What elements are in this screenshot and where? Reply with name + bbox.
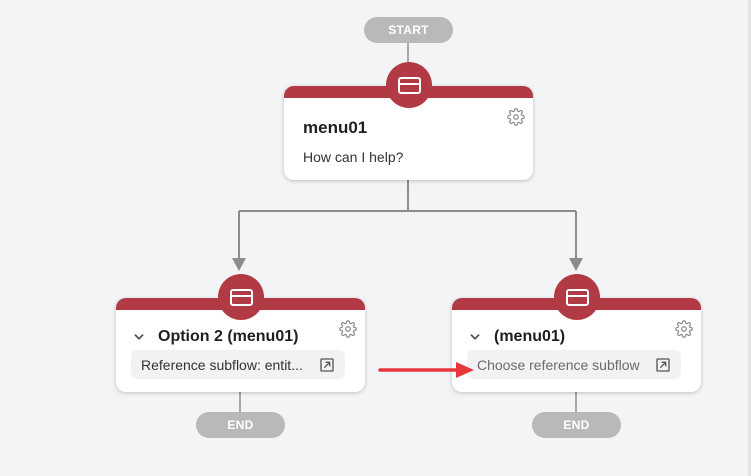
- menu-node-prompt: How can I help?: [303, 149, 404, 165]
- open-external-icon[interactable]: [655, 357, 671, 373]
- subflow-value: Reference subflow: entit...: [141, 356, 303, 373]
- option-node-header: Option 2 (menu01): [132, 328, 298, 346]
- arrowhead-right: [569, 258, 583, 271]
- menu-node-badge: [386, 62, 432, 108]
- option-node-header: (menu01): [468, 328, 565, 346]
- chevron-down-icon[interactable]: [132, 330, 146, 344]
- gear-icon[interactable]: [507, 108, 525, 126]
- arrowhead-left: [232, 258, 246, 271]
- subflow-placeholder: Choose reference subflow: [477, 356, 640, 373]
- end-node-right[interactable]: END: [532, 412, 621, 438]
- canvas-edge: [748, 0, 751, 476]
- card-icon: [397, 76, 421, 94]
- subflow-selector[interactable]: Reference subflow: entit...: [131, 350, 345, 379]
- gear-icon[interactable]: [339, 320, 357, 338]
- option-node-badge: [218, 274, 264, 320]
- menu-node-title: menu01: [303, 118, 368, 137]
- card-icon: [229, 288, 253, 306]
- annotation-arrow-icon: [378, 362, 474, 378]
- option-node-card-option2[interactable]: Option 2 (menu01) Reference subflow: ent…: [116, 298, 365, 392]
- subflow-selector[interactable]: Choose reference subflow: [467, 350, 681, 379]
- end-node-left[interactable]: END: [196, 412, 285, 438]
- chevron-down-icon[interactable]: [468, 330, 482, 344]
- start-node[interactable]: START: [364, 17, 453, 43]
- open-external-icon[interactable]: [319, 357, 335, 373]
- option-node-badge: [554, 274, 600, 320]
- option-node-card-menu01[interactable]: (menu01) Choose reference subflow: [452, 298, 701, 392]
- option-node-title: Option 2 (menu01): [158, 328, 299, 345]
- gear-icon[interactable]: [675, 320, 693, 338]
- option-node-title: (menu01): [494, 328, 566, 345]
- card-icon: [565, 288, 589, 306]
